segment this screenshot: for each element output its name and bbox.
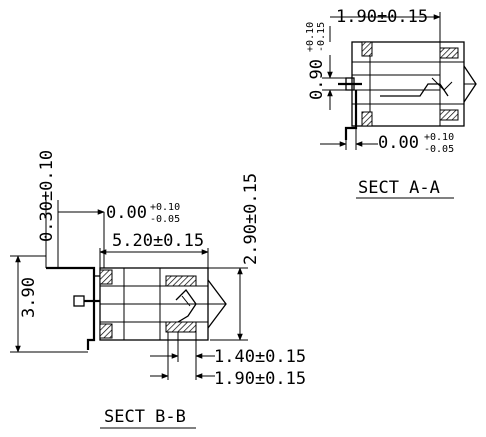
section-b-title: SECT B-B [104,407,186,427]
section-a-connector-body [338,41,477,140]
section-a-dim-bottom-tol-minus: -0.05 [424,144,454,155]
section-b-dim-height-left: 3.90 [10,255,88,353]
section-b-dim-offset-top: 0.30±0.10 [37,150,105,268]
section-b-dim-height-left-label: 3.90 [19,277,39,318]
section-a-dim-left-tol-plus: +0.10 [305,22,316,52]
section-a-dim-left-label: 0.90 [307,59,327,100]
section-b-dim-bottom-small-label: 1.40±0.15 [214,347,306,367]
section-b-dim-width-label: 5.20±0.15 [112,231,204,251]
section-b-dim-flat-tol-plus: +0.10 [150,202,180,213]
section-a-a-view: 1.90±0.15 0.90 +0.10 -0.15 0.00 +0.10 -0… [305,7,477,199]
section-a-dim-left-tol-minus: -0.15 [316,22,327,52]
section-b-dim-flat-tol-minus: -0.05 [150,214,180,225]
section-b-dim-height-right: 2.90±0.15 [208,173,261,341]
section-a-dim-top: 1.90±0.15 [329,7,441,42]
section-b-dim-height-right-label: 2.90±0.15 [241,173,261,265]
section-b-dim-flat: 0.00 +0.10 -0.05 [106,202,180,225]
section-b-dim-offset-top-label: 0.30±0.10 [37,150,57,242]
section-b-dim-bottom: 1.40±0.15 1.90±0.15 [150,332,306,389]
section-b-dim-bottom-large-label: 1.90±0.15 [214,369,306,389]
section-a-dim-bottom: 0.00 +0.10 -0.05 [320,128,454,155]
section-a-dim-bottom-label: 0.00 [378,133,419,153]
section-a-dim-top-label: 1.90±0.15 [336,7,428,27]
section-b-dim-flat-label: 0.00 [106,203,147,223]
section-b-b-view: 0.30±0.10 0.00 +0.10 -0.05 5.20±0.15 2.9… [10,150,306,429]
section-b-dim-width: 5.20±0.15 [99,231,209,268]
section-a-dim-bottom-tol-plus: +0.10 [424,132,454,143]
section-b-connector-body [46,266,227,350]
section-a-title: SECT A-A [358,178,440,198]
section-a-dim-left: 0.90 +0.10 -0.15 [305,22,346,110]
